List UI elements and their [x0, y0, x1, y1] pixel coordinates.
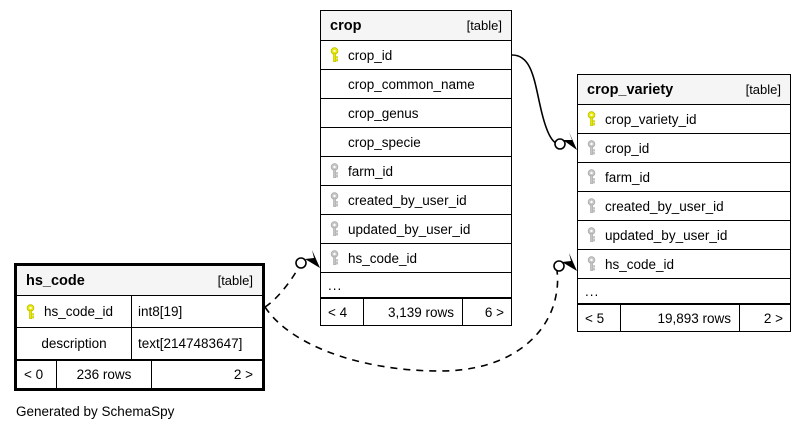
column-row-cv-farm-id[interactable]: farm_id	[578, 163, 790, 192]
row-count-label: 236 rows	[57, 361, 152, 388]
primary-key-icon	[585, 111, 598, 127]
column-row-cv-hs-code-id[interactable]: hs_code_id	[578, 250, 790, 279]
column-row-crop-specie[interactable]: crop_specie	[321, 128, 511, 157]
column-label: hs_code_id	[605, 256, 675, 272]
column-row-crop-genus[interactable]: crop_genus	[321, 99, 511, 128]
foreign-key-icon	[585, 227, 598, 243]
optional-marker	[553, 260, 565, 272]
column-name-cell: hs_code_id	[578, 250, 790, 278]
column-label: crop_genus	[348, 105, 419, 121]
foreign-key-icon	[328, 221, 341, 237]
foreign-key-icon	[328, 163, 341, 179]
prev-columns-button[interactable]: < 0	[17, 361, 57, 388]
foreign-key-icon	[585, 198, 598, 214]
column-label: created_by_user_id	[348, 192, 467, 208]
next-columns-button[interactable]: 6 >	[484, 304, 504, 320]
column-row-cv-updated-by-user-id[interactable]: updated_by_user_id	[578, 221, 790, 250]
column-name-cell: crop_variety_id	[578, 105, 790, 133]
table-crop[interactable]: crop [table] crop_id	[320, 10, 512, 326]
row-count-label: 19,893 rows	[621, 305, 740, 331]
column-type-label: text[2147483647]	[131, 328, 262, 359]
foreign-key-icon	[328, 192, 341, 208]
column-row-created-by-user-id[interactable]: created_by_user_id	[321, 186, 511, 215]
column-label: hs_code_id	[348, 250, 418, 266]
prev-columns-button[interactable]: < 5	[578, 305, 621, 331]
arrowhead	[305, 250, 320, 268]
generated-by-caption: Generated by SchemaSpy	[16, 404, 175, 419]
column-label: crop_id	[348, 47, 393, 63]
table-crop-variety-more-indicator: ...	[578, 279, 790, 304]
prev-columns-button[interactable]: < 4	[321, 299, 364, 325]
table-crop-header[interactable]: crop [table]	[321, 11, 511, 41]
table-hs-code-title: hs_code	[26, 272, 85, 289]
column-label: updated_by_user_id	[605, 227, 728, 243]
column-row-crop-common-name[interactable]: crop_common_name	[321, 70, 511, 99]
column-row-cv-created-by-user-id[interactable]: created_by_user_id	[578, 192, 790, 221]
column-row-hs-code-id[interactable]: hs_code_id	[321, 244, 511, 273]
column-label: crop_variety_id	[605, 111, 697, 127]
column-name-cell: crop_id	[578, 134, 790, 162]
table-crop-variety-header[interactable]: crop_variety [table]	[578, 75, 790, 105]
table-crop-tag: [table]	[466, 18, 502, 33]
column-label: crop_specie	[348, 134, 421, 150]
optional-marker	[295, 257, 307, 269]
column-name-cell: crop_genus	[321, 99, 511, 127]
row-count-label: 3,139 rows	[364, 299, 463, 325]
column-label: description	[41, 336, 107, 351]
table-hs-code-header[interactable]: hs_code [table]	[17, 266, 262, 296]
column-row-description[interactable]: description text[2147483647]	[17, 328, 262, 360]
column-row-crop-variety-id[interactable]: crop_variety_id	[578, 105, 790, 134]
table-crop-more-indicator: ...	[321, 273, 511, 298]
column-row-farm-id[interactable]: farm_id	[321, 157, 511, 186]
column-label: farm_id	[605, 169, 651, 185]
column-name-cell: updated_by_user_id	[321, 215, 511, 243]
column-name-cell: crop_common_name	[321, 70, 511, 98]
next-columns-button[interactable]: 2 >	[233, 367, 253, 382]
foreign-key-icon	[585, 256, 598, 272]
table-crop-variety-footer: < 5 19,893 rows 2 >	[578, 304, 790, 331]
table-hs-code[interactable]: hs_code [table] hs_code_id int8[19]	[14, 263, 265, 391]
column-label: crop_id	[605, 140, 650, 156]
arrowhead	[562, 253, 577, 271]
column-name-cell: hs_code_id	[17, 296, 131, 327]
column-name-cell: farm_id	[321, 157, 511, 185]
arrowhead	[563, 132, 577, 150]
primary-key-icon	[24, 303, 37, 320]
column-label: crop_common_name	[348, 76, 475, 92]
column-name-cell: created_by_user_id	[578, 192, 790, 220]
edge-hs-code-to-crop	[264, 250, 320, 308]
column-name-cell: description	[17, 328, 131, 359]
primary-key-icon	[328, 47, 341, 63]
table-crop-footer: < 4 3,139 rows 6 >	[321, 298, 511, 325]
table-crop-variety-title: crop_variety	[587, 81, 674, 98]
column-row-cv-crop-id[interactable]: crop_id	[578, 134, 790, 163]
column-name-cell: updated_by_user_id	[578, 221, 790, 249]
table-crop-variety[interactable]: crop_variety [table] crop_variety_id	[577, 74, 791, 332]
column-name-cell: crop_specie	[321, 128, 511, 156]
foreign-key-icon	[585, 140, 598, 156]
foreign-key-icon	[585, 169, 598, 185]
column-name-cell: created_by_user_id	[321, 186, 511, 214]
edge-crop-to-crop-variety	[511, 54, 577, 150]
table-hs-code-footer: < 0 236 rows 2 >	[17, 360, 262, 388]
column-type-label: int8[19]	[131, 296, 262, 327]
table-hs-code-tag: [table]	[217, 273, 253, 288]
column-label: farm_id	[348, 163, 394, 179]
table-crop-variety-tag: [table]	[745, 82, 781, 97]
column-row-hs-code-id-pk[interactable]: hs_code_id int8[19]	[17, 296, 262, 328]
column-name-cell: crop_id	[321, 41, 511, 69]
table-crop-title: crop	[330, 17, 362, 34]
column-label: updated_by_user_id	[348, 221, 471, 237]
column-row-crop-id[interactable]: crop_id	[321, 41, 511, 70]
column-row-updated-by-user-id[interactable]: updated_by_user_id	[321, 215, 511, 244]
column-name-cell: farm_id	[578, 163, 790, 191]
optional-marker	[554, 138, 566, 150]
column-label: created_by_user_id	[605, 198, 724, 214]
column-label: hs_code_id	[44, 304, 114, 319]
next-columns-button[interactable]: 2 >	[763, 310, 783, 326]
column-name-cell: hs_code_id	[321, 244, 511, 272]
foreign-key-icon	[328, 250, 341, 266]
